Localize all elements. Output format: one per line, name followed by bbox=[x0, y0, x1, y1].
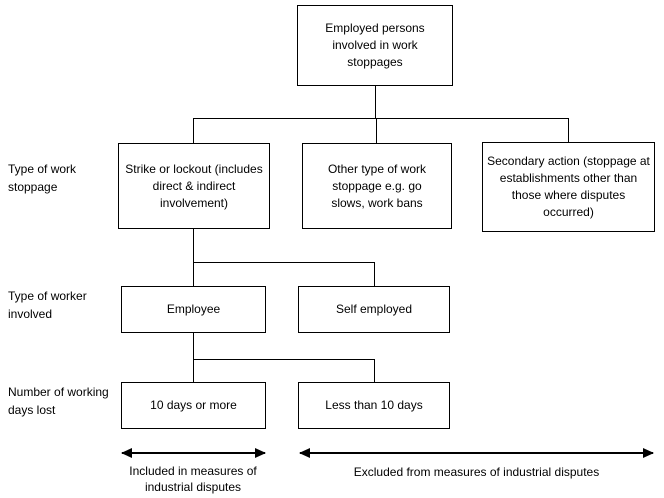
node-other-type-of-work-stoppage: Other type of work stoppage e.g. go slow… bbox=[302, 143, 452, 229]
connector-root-stem bbox=[375, 86, 376, 118]
legend-excluded: Excluded from measures of industrial dis… bbox=[353, 465, 600, 479]
row-label-type-of-work-stoppage: Type of work stoppage bbox=[8, 162, 77, 194]
connector-row1-drop-middle bbox=[376, 118, 377, 143]
connector-row2-drop-right bbox=[374, 262, 375, 286]
node-10-days-or-more: 10 days or more bbox=[121, 382, 266, 429]
included-range-arrow-icon bbox=[121, 448, 266, 458]
row-label-number-of-working-days-lost: Number of working days lost bbox=[8, 385, 109, 417]
connector-row2-branch bbox=[193, 262, 375, 263]
node-strike-or-lockout: Strike or lockout (includes direct & ind… bbox=[118, 143, 270, 229]
connector-row3-drop-right bbox=[374, 359, 375, 382]
connector-row1-drop-right bbox=[568, 118, 569, 142]
connector-employee-stem bbox=[193, 333, 194, 382]
node-strike-or-lockout-label: Strike or lockout (includes direct & ind… bbox=[125, 161, 263, 210]
row-label-type-of-worker-involved: Type of worker involved bbox=[8, 289, 87, 321]
node-secondary-action-label: Secondary action (stoppage at establishm… bbox=[487, 154, 650, 219]
connector-row3-branch bbox=[193, 359, 375, 360]
node-other-type-label: Other type of work stoppage e.g. go slow… bbox=[327, 161, 427, 210]
node-less-than-10-days-label: Less than 10 days bbox=[325, 398, 423, 412]
connector-strike-stem bbox=[193, 229, 194, 286]
excluded-range-arrow-icon bbox=[299, 448, 654, 458]
node-employed-persons-label: Employed persons involved in work stoppa… bbox=[325, 21, 425, 69]
node-self-employed-label: Self employed bbox=[335, 302, 413, 316]
legend-included: Included in measures of industrial dispu… bbox=[129, 464, 257, 494]
node-less-than-10-days: Less than 10 days bbox=[298, 382, 450, 429]
node-employed-persons: Employed persons involved in work stoppa… bbox=[297, 5, 453, 86]
node-secondary-action: Secondary action (stoppage at establishm… bbox=[482, 142, 655, 232]
node-employee: Employee bbox=[121, 286, 266, 333]
node-10-days-or-more-label: 10 days or more bbox=[150, 398, 237, 412]
connector-row1-branch bbox=[193, 118, 569, 119]
connector-row1-drop-left bbox=[193, 118, 194, 143]
node-employee-label: Employee bbox=[166, 302, 221, 316]
node-self-employed: Self employed bbox=[298, 286, 450, 333]
